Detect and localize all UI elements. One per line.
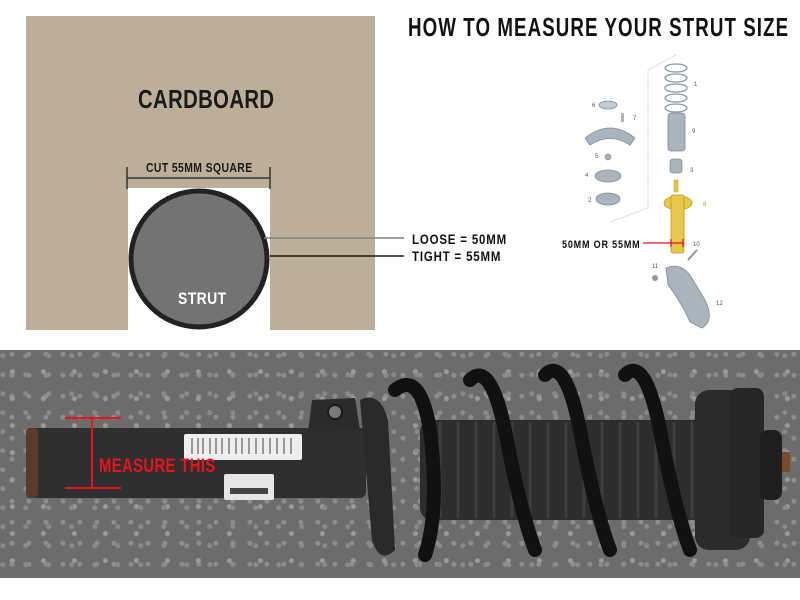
diagram-callout-marker bbox=[643, 239, 684, 247]
svg-text:7: 7 bbox=[633, 116, 637, 122]
cap-part bbox=[598, 100, 618, 110]
bellows-part bbox=[667, 112, 686, 152]
svg-text:5: 5 bbox=[595, 154, 599, 160]
svg-text:3: 3 bbox=[690, 168, 694, 174]
svg-text:6: 6 bbox=[592, 103, 596, 109]
strut-photo bbox=[0, 350, 800, 578]
highlighted-strut-part bbox=[663, 179, 693, 254]
small-sticker bbox=[224, 474, 274, 500]
measure-this-label: MEASURE THIS bbox=[99, 456, 216, 477]
barcode-sticker bbox=[184, 434, 302, 460]
strut-circle bbox=[128, 188, 270, 330]
svg-text:11: 11 bbox=[652, 264, 659, 270]
cardboard-label: CARDBOARD bbox=[138, 84, 275, 114]
steering-knuckle-part bbox=[665, 265, 710, 329]
exploded-parts-diagram: 1 9 3 8 2 4 5 6 7 10 11 12 bbox=[584, 54, 723, 329]
nut-11-part bbox=[652, 275, 658, 281]
svg-text:9: 9 bbox=[692, 129, 696, 135]
svg-text:4: 4 bbox=[585, 173, 589, 179]
svg-text:2: 2 bbox=[588, 198, 592, 204]
bolt-part bbox=[621, 113, 624, 122]
dimension-line bbox=[126, 167, 271, 189]
svg-text:8: 8 bbox=[703, 202, 707, 208]
bump-stop-part bbox=[669, 158, 683, 174]
bolt-10-part bbox=[687, 249, 698, 261]
strut-photo-illustration bbox=[26, 363, 790, 562]
nut-part bbox=[604, 153, 612, 161]
tight-fit-label: TIGHT = 55MM bbox=[412, 248, 502, 264]
mount-plate-part bbox=[584, 127, 636, 146]
bearing-part bbox=[595, 192, 621, 206]
cut-size-label: CUT 55MM SQUARE bbox=[146, 160, 253, 175]
loose-fit-label: LOOSE = 50MM bbox=[412, 231, 508, 247]
page-title: HOW TO MEASURE YOUR STRUT SIZE bbox=[408, 12, 790, 42]
coil-spring-part bbox=[664, 63, 688, 113]
diagram-size-callout: 50MM OR 55MM bbox=[562, 239, 641, 251]
measure-annotation-bracket bbox=[65, 417, 121, 489]
svg-text:10: 10 bbox=[693, 242, 700, 248]
cardboard-measure-graphics: 1 9 3 8 2 4 5 6 7 10 11 12 bbox=[126, 54, 723, 330]
spring-seat bbox=[360, 397, 395, 556]
coil-spring bbox=[388, 363, 697, 562]
svg-text:12: 12 bbox=[716, 301, 723, 307]
top-mount-part bbox=[594, 169, 622, 183]
strut-label: STRUT bbox=[178, 289, 227, 308]
svg-text:1: 1 bbox=[694, 82, 698, 88]
